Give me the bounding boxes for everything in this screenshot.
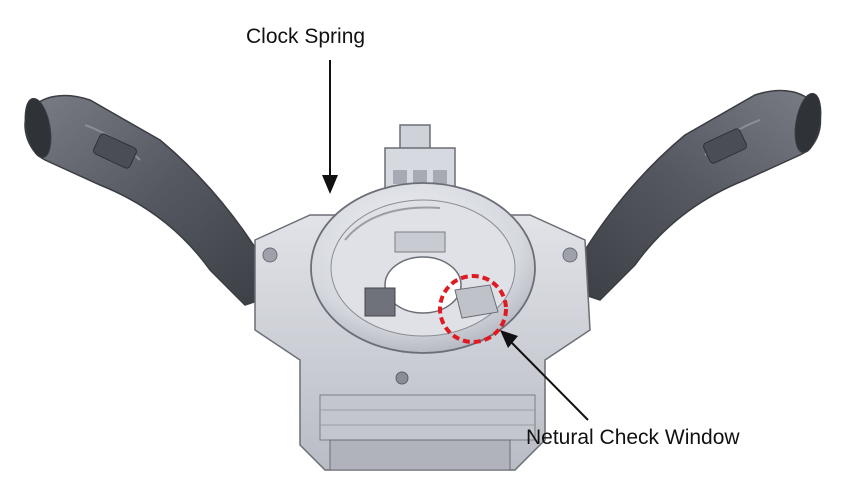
clock-spring-label: Clock Spring <box>246 25 366 48</box>
right-stalk-lever <box>569 89 822 301</box>
left-stalk-lever <box>24 94 276 306</box>
clock-spring <box>310 182 536 354</box>
neutral-window-callout-arrow <box>500 330 589 421</box>
clock-spring-callout-arrow <box>322 60 338 194</box>
neutral-check-window-highlight <box>438 274 508 344</box>
neutral-check-window-label: Netural Check Window <box>526 426 740 449</box>
